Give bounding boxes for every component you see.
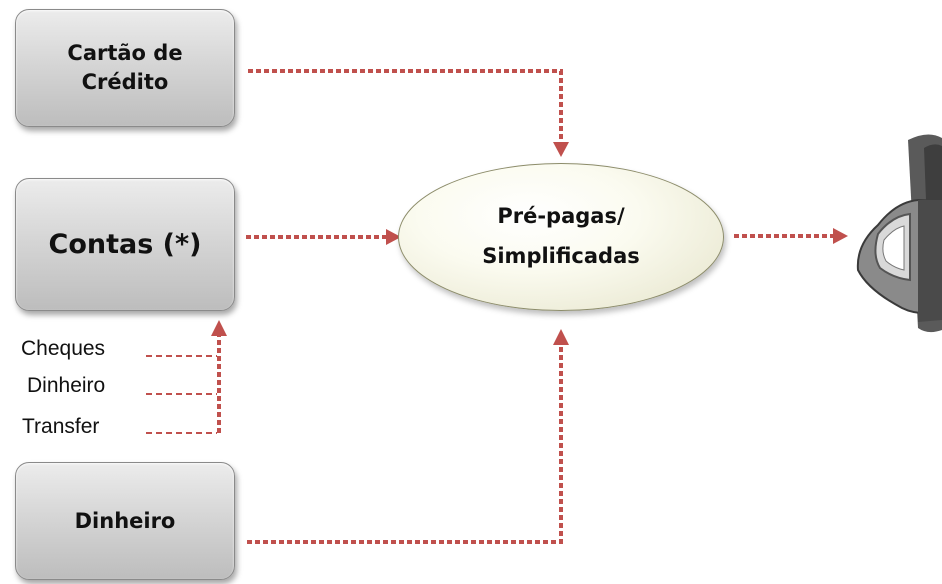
cash-box: Dinheiro — [15, 462, 235, 580]
connector-cash-to-prepaid — [247, 345, 563, 544]
credit-card-label: Cartão de Crédito — [67, 39, 182, 98]
prepaid-line1: Pré-pagas/ — [497, 204, 625, 229]
cash-label: Dinheiro — [74, 509, 176, 533]
accounts-label: Contas (*) — [48, 229, 202, 260]
accounts-box: Contas (*) — [15, 178, 235, 311]
credit-card-line1: Cartão de — [67, 40, 183, 65]
credit-card-box: Cartão de Crédito — [15, 9, 235, 127]
source-label-cheques: Cheques — [21, 337, 106, 360]
arrowhead-phone — [833, 228, 848, 244]
arrowhead-cash — [553, 329, 569, 345]
prepaid-line2: Simplificadas — [482, 244, 640, 268]
arrowhead-sources — [211, 320, 227, 336]
mobile-phone-icon — [856, 134, 942, 333]
source-label-dinheiro: Dinheiro — [27, 374, 106, 397]
source-label-transfer: Transfer — [22, 415, 100, 438]
connector-credit-to-prepaid — [248, 69, 563, 142]
arrowhead-credit — [553, 142, 569, 157]
prepaid-ellipse: Pré-pagas/ Simplificadas — [398, 163, 724, 311]
arrowhead-accounts — [386, 229, 401, 245]
credit-card-line2: Crédito — [81, 70, 169, 94]
